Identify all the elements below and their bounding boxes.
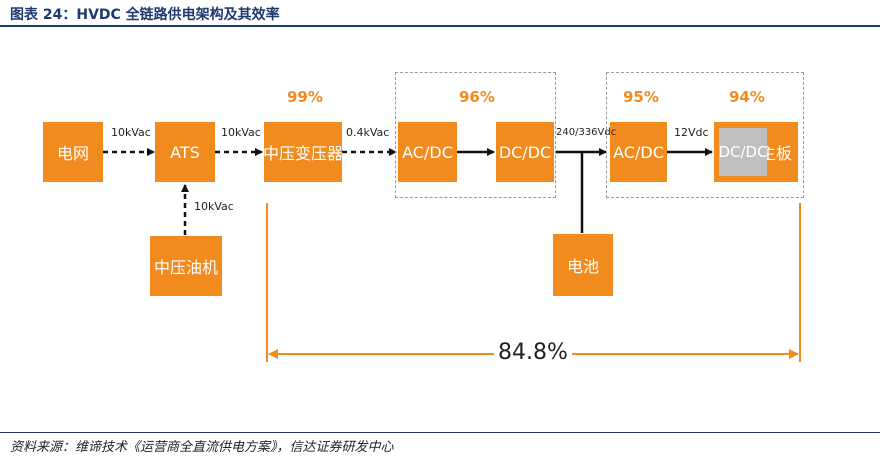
efficiency-transformer: 99%: [287, 88, 323, 106]
node-acdc-2: AC/DC: [610, 122, 667, 182]
label-grid-ats: 10kVac: [111, 126, 151, 139]
group-acdc-mainboard: [606, 72, 804, 198]
node-mainboard-label: 主板: [759, 144, 792, 163]
node-generator: 中压油机: [150, 236, 222, 296]
efficiency-acdc2: 95%: [623, 88, 659, 106]
label-transformer-acdc: 0.4kVac: [346, 126, 390, 139]
efficiency-acdc-dcdc: 96%: [459, 88, 495, 106]
node-transformer: 中压变压器: [263, 122, 343, 182]
label-acdc-dcdc2: 12Vdc: [674, 126, 709, 139]
label-generator-ats: 10kVac: [194, 200, 234, 213]
label-ats-transformer: 10kVac: [221, 126, 261, 139]
efficiency-total: 84.8%: [494, 340, 572, 365]
node-battery: 电池: [553, 234, 613, 296]
group-acdc-dcdc: [395, 72, 556, 198]
node-dcdc-1: DC/DC: [496, 122, 554, 182]
node-dcdc-2: DC/DC: [718, 128, 768, 176]
node-grid: 电网: [43, 122, 103, 182]
node-acdc-1: AC/DC: [398, 122, 457, 182]
source-note: 资料来源：维谛技术《运营商全直流供电方案》，信达证券研发中心: [10, 440, 394, 455]
footer-rule: [0, 432, 880, 433]
label-dc-bus: 240/336Vdc: [556, 127, 617, 138]
node-ats: ATS: [155, 122, 215, 182]
efficiency-dcdc2: 94%: [729, 88, 765, 106]
title-rule: [0, 25, 880, 27]
figure-title: 图表 24：HVDC 全链路供电架构及其效率: [10, 7, 280, 23]
